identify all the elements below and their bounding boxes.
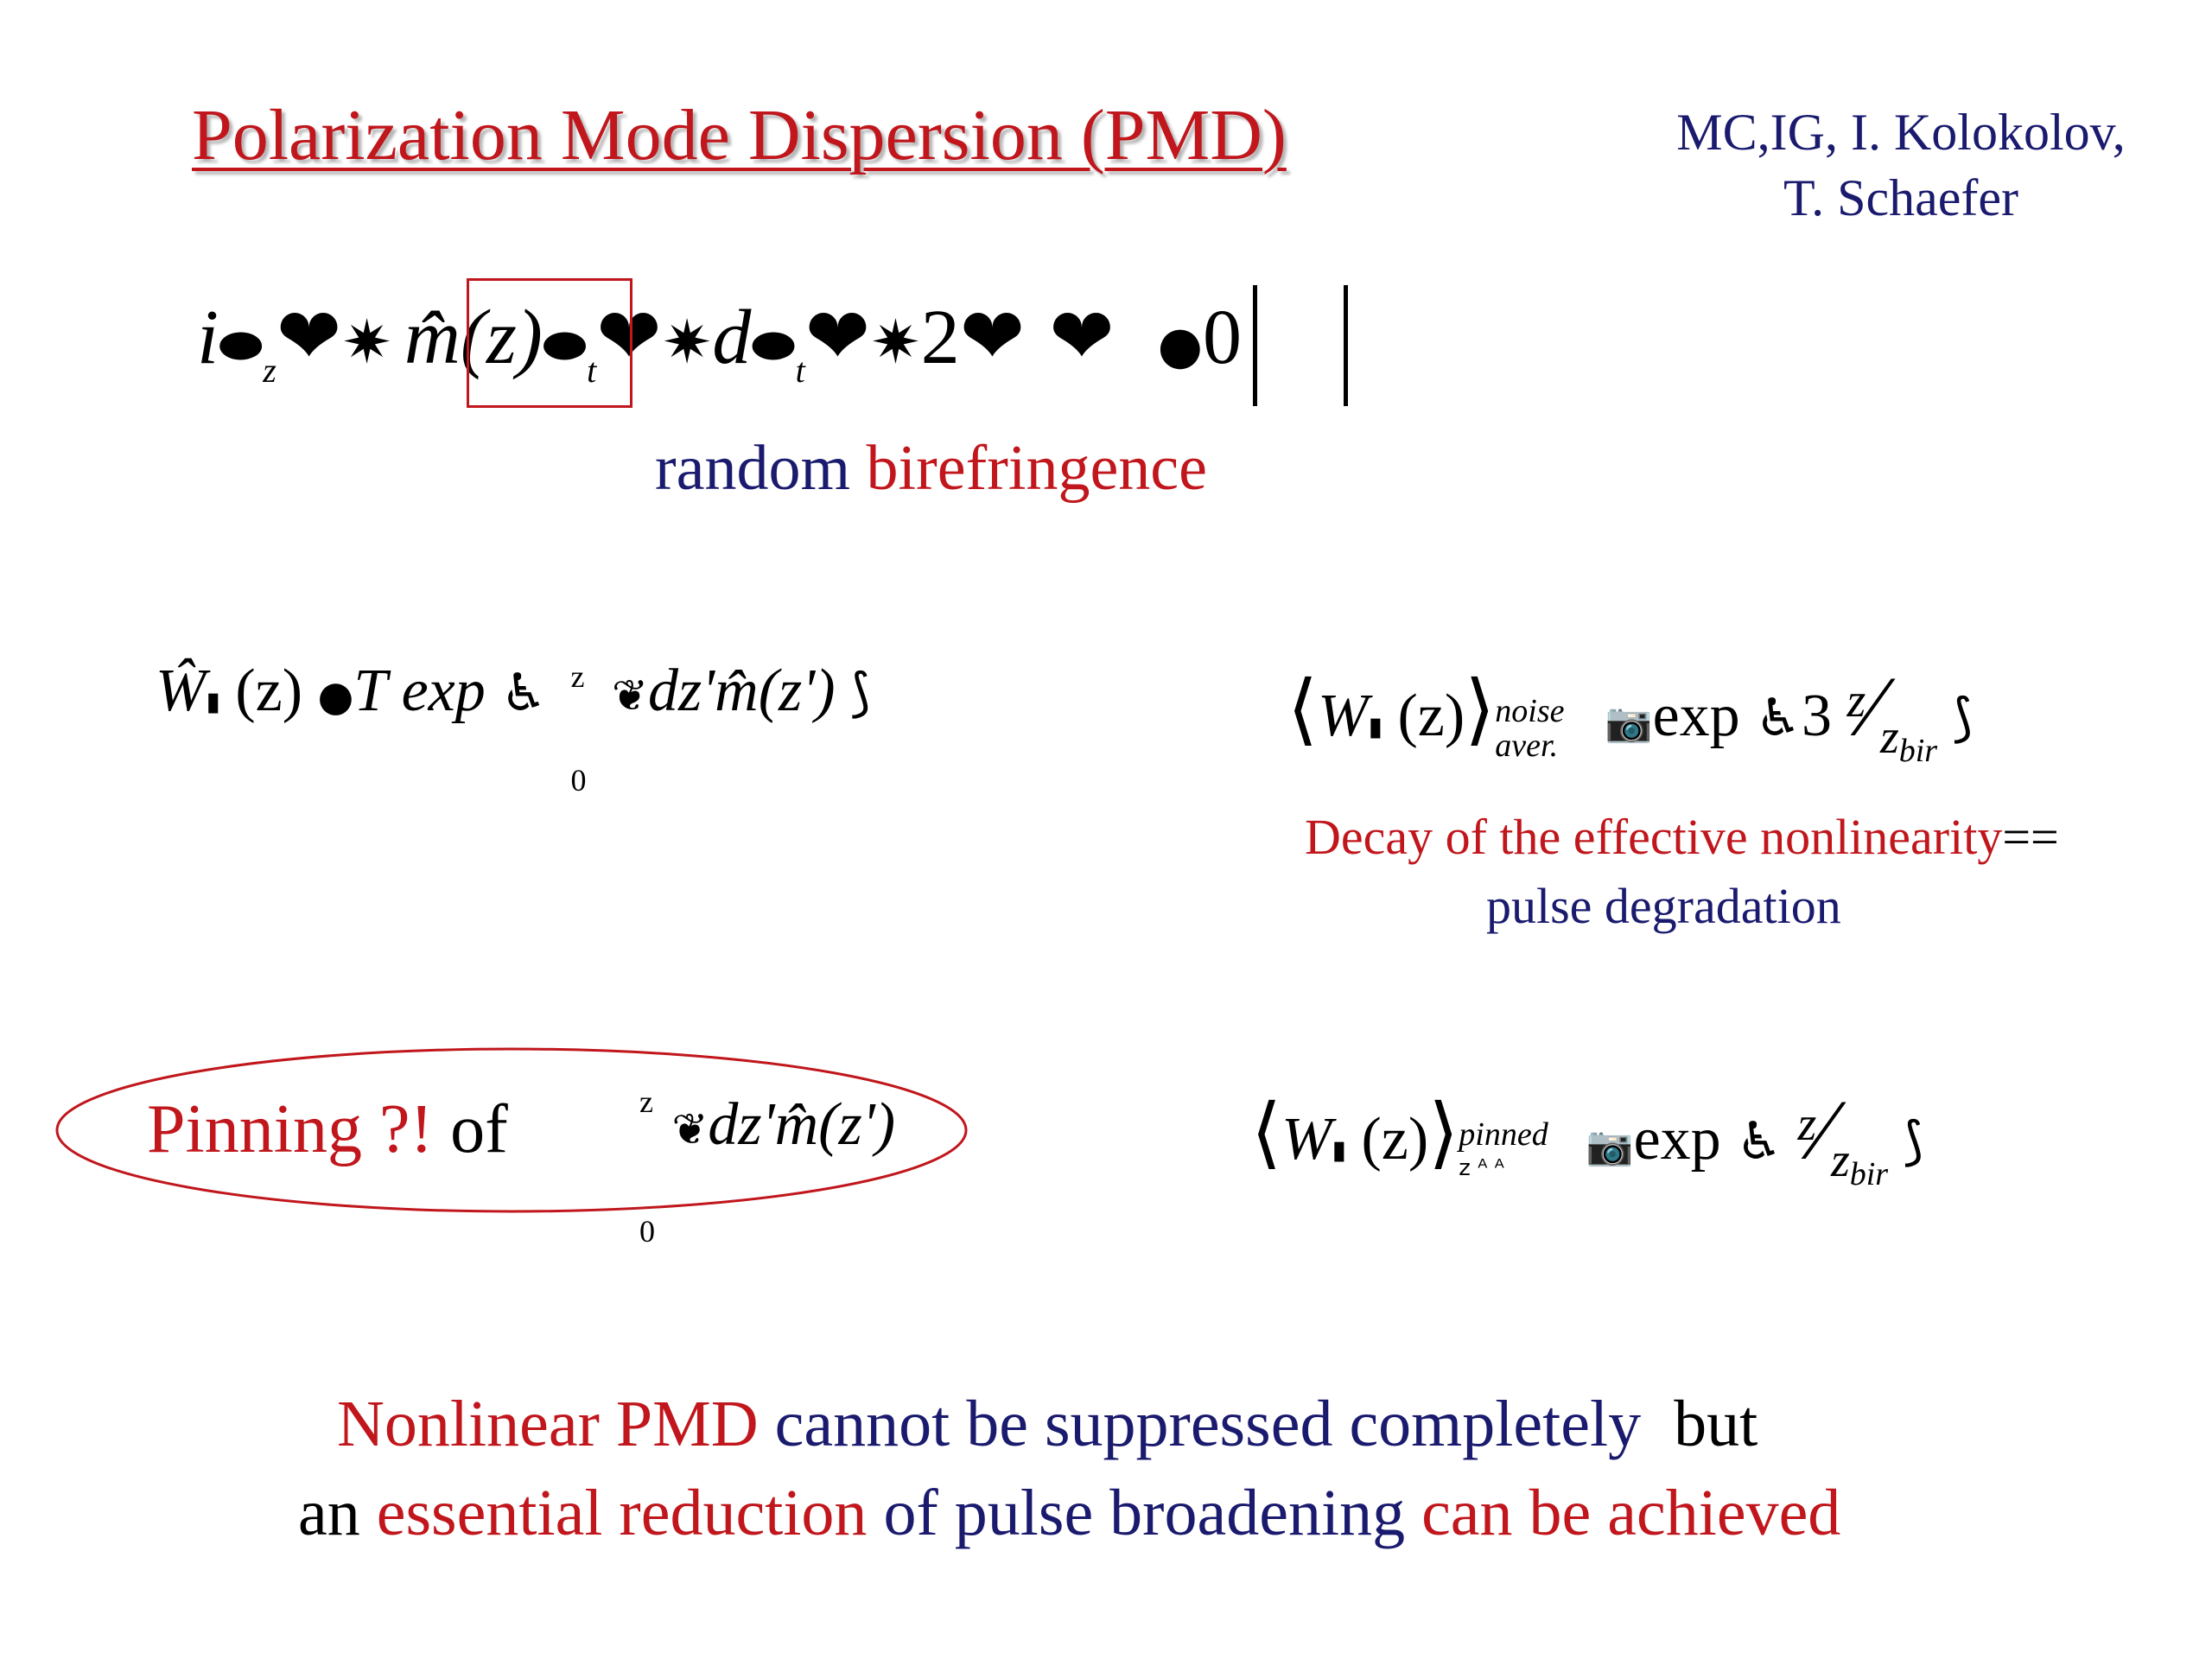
conclusion-line2: an essential reduction of pulse broadeni…: [298, 1476, 1840, 1551]
authors-line1: MC,IG, I. Kolokolov,: [1676, 104, 2126, 161]
abs-bar-right: [1344, 285, 1348, 406]
eq1-i: i: [197, 295, 219, 380]
eq4-arg: (z): [1361, 1106, 1429, 1173]
eq1-boxed-term: m̂(z): [404, 295, 543, 380]
authors: MC,IG, I. Kolokolov, T. Schaefer: [1642, 99, 2160, 231]
concl2-black: an: [298, 1477, 360, 1549]
equation-pinned-average: ⟨W▮ (z)⟩ pinned z ᴬ ᴬ 📷exp ♿ z∕zbir ⟆: [1251, 1080, 1923, 1193]
eq4-bir: bir: [1849, 1156, 1889, 1192]
pinning-label: Pinning ?! of: [147, 1090, 508, 1169]
pinning-of: of: [450, 1091, 508, 1167]
concl2-blue1: of: [883, 1477, 938, 1549]
eq4-sub-pinned: pinned: [1459, 1116, 1548, 1153]
bracket-glyph-icon: ♿: [1736, 1111, 1783, 1172]
psi-heart-icon: ❤: [959, 291, 1026, 382]
equation-ordered-exponential: Ŵ▮ (z) ●T exp ♿ z 0 ❦dz'm̂(z') ⟆: [156, 657, 871, 798]
subscript-glyph-icon: ▮: [1368, 712, 1382, 742]
bullet-glyph-icon: ●: [317, 672, 354, 721]
authors-line2: T. Schaefer: [1783, 169, 2019, 226]
eq3-three: 3: [1801, 683, 1832, 749]
page-title: Polarization Mode Dispersion (PMD): [192, 95, 1287, 175]
psi-heart-icon: ❤: [804, 291, 871, 382]
random-word: random: [655, 433, 851, 504]
subscript-glyph-icon: ▮: [206, 687, 220, 717]
concl1-black: but: [1674, 1388, 1758, 1460]
pinning-integral: z 0 ❦dz'm̂(z'): [639, 1084, 896, 1249]
concl2-blue2: pulse broadening: [954, 1477, 1406, 1549]
pinning-ellipse: [55, 1047, 968, 1213]
eq4-W: W: [1281, 1106, 1332, 1173]
eq3-zbir: z: [1879, 710, 1899, 764]
eq2-lower-limit: 0: [570, 763, 587, 798]
angle-right-icon: ⟩: [1428, 1090, 1459, 1176]
concl2-red1: essential reduction: [376, 1477, 868, 1549]
bracket-close-glyph-icon: ⟆: [1952, 688, 1974, 748]
concl2-red2: can be achieved: [1421, 1477, 1841, 1549]
eq2-upper-limit: z: [570, 659, 585, 694]
eq3-exp: exp: [1652, 683, 1740, 749]
eq1-two: 2: [920, 295, 960, 380]
psi-heart-icon: ❤: [1049, 291, 1115, 382]
eq4-zbir: z: [1830, 1134, 1850, 1187]
burst-glyph-icon: ✷: [661, 307, 713, 378]
pin-upper-limit: z: [639, 1084, 653, 1119]
eq1-sub-t2: t: [795, 351, 805, 390]
eq3-sub-aver: aver.: [1495, 728, 1559, 764]
eq4-exp: exp: [1633, 1106, 1721, 1173]
eq2-T-exp: T exp: [353, 658, 486, 724]
eq1-sub-t1: t: [587, 351, 597, 390]
abs-bar-left: [1253, 285, 1257, 406]
decay-equals: ==: [2002, 809, 2059, 865]
pinning-red-text: Pinning ?!: [147, 1091, 434, 1167]
eq3-bir: bir: [1898, 733, 1938, 769]
partial-glyph-icon: ⬬: [751, 315, 796, 376]
eq3-sub-noise: noise: [1495, 693, 1565, 729]
bracket-close-glyph-icon: ⟆: [1903, 1111, 1924, 1172]
psi-heart-icon: ❤: [596, 291, 662, 382]
bullet-glyph-icon: ●: [1157, 315, 1203, 376]
eq4-z: z: [1797, 1097, 1817, 1151]
camera-glyph-icon: 📷: [1586, 1124, 1634, 1168]
burst-glyph-icon: ✷: [870, 307, 921, 378]
slash-icon: ∕: [1816, 1082, 1831, 1178]
bracket-glyph-icon: ♿: [500, 663, 548, 723]
concl1-blue: cannot be suppressed completely: [774, 1388, 1642, 1460]
birefringence-word: birefringence: [866, 433, 1207, 504]
decay-red-text: Decay of the effective nonlinearity: [1305, 809, 2003, 865]
eq1-d: d: [712, 295, 752, 380]
partial-glyph-icon: ⬬: [219, 315, 264, 376]
angle-left-icon: ⟨: [1287, 667, 1319, 753]
eq3-W: W: [1318, 683, 1369, 749]
eq2-integrand: dz'm̂(z'): [647, 658, 836, 724]
eq1-sub-z: z: [263, 351, 276, 390]
angle-right-icon: ⟩: [1465, 667, 1496, 753]
decay-label: Decay of the effective nonlinearity==: [1305, 808, 2059, 866]
pin-lower-limit: 0: [639, 1214, 655, 1249]
subscript-glyph-icon: ▮: [1332, 1135, 1346, 1166]
integral-glyph-icon: ❦: [671, 1104, 709, 1154]
camera-glyph-icon: 📷: [1605, 701, 1653, 745]
burst-glyph-icon: ✷: [341, 307, 392, 378]
pin-integrand: dz'm̂(z'): [708, 1091, 896, 1158]
pinned-condition-glyph-icon: z ᴬ ᴬ: [1459, 1155, 1504, 1181]
random-birefringence-label: random birefringence: [655, 432, 1207, 505]
angle-left-icon: ⟨: [1251, 1090, 1282, 1176]
pulse-degradation-label: pulse degradation: [1486, 878, 1841, 934]
boxed-term-frame: [467, 278, 632, 408]
bracket-close-glyph-icon: ⟆: [850, 663, 871, 723]
slash-icon: ∕: [1866, 658, 1880, 754]
eq3-z: z: [1847, 674, 1866, 728]
partial-glyph-icon: ⬬: [542, 315, 588, 376]
eq2-W: Ŵ: [156, 658, 207, 724]
integral-glyph-icon: ❦: [612, 671, 648, 721]
eq1-zero: 0: [1203, 295, 1242, 380]
psi-heart-icon: ❤: [276, 291, 342, 382]
bracket-glyph-icon: ♿: [1755, 688, 1802, 748]
equation-nls: i⬬z❤✷m̂(z)⬬t❤✷d⬬t❤✷2❤❤●0: [197, 285, 1242, 423]
equation-noise-average: ⟨W▮ (z)⟩ noise aver. 📷exp ♿3 z∕zbir ⟆: [1287, 657, 1973, 770]
concl1-red: Nonlinear PMD: [337, 1388, 759, 1460]
eq2-arg: (z): [235, 658, 303, 724]
eq3-arg: (z): [1397, 683, 1465, 749]
conclusion-line1: Nonlinear PMD cannot be suppressed compl…: [337, 1387, 1758, 1462]
